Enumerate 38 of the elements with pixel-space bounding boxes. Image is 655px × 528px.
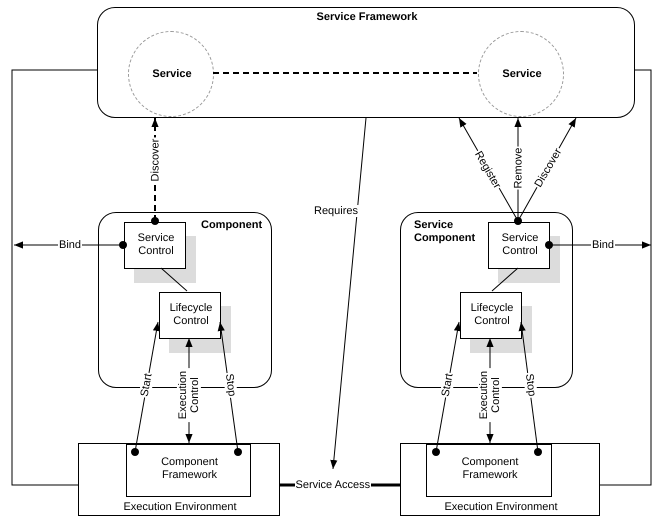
edge-label: Stop (222, 372, 238, 398)
edge-label: Execution Control (176, 368, 202, 422)
framework-panel (97, 7, 635, 118)
framework-box (426, 444, 552, 497)
edge-label: Discover (148, 138, 161, 182)
edge-label: Execution Control (478, 368, 502, 422)
node-label: Service Control (136, 232, 176, 258)
edge-label: Start (438, 372, 456, 399)
edge-label: Remove (512, 146, 524, 190)
node-label: Execution Environment (122, 501, 238, 514)
panel-title: Component (201, 219, 264, 232)
environment-box (400, 443, 600, 516)
node-label: Execution Environment (443, 501, 559, 514)
edge-label: Service Access (294, 479, 372, 492)
panel-title: Service Framework (316, 11, 418, 24)
connector (160, 268, 188, 292)
edge-label: Requires (313, 205, 360, 218)
node-label: Service (151, 68, 193, 82)
edge-label: Bind (591, 239, 616, 252)
node-label: Service Control (500, 232, 540, 258)
node-label: Component Framework (460, 456, 520, 482)
connector (600, 70, 652, 486)
panel-title: Service Component (414, 219, 476, 246)
node-label: Component Framework (160, 456, 219, 482)
connector (330, 118, 366, 470)
environment-box (78, 443, 280, 516)
node-label: Lifecycle Control (470, 302, 514, 328)
connector (492, 268, 518, 292)
edge-label: Bind (58, 239, 82, 252)
node-label: Lifecycle Control (168, 302, 214, 328)
framework-box (126, 444, 251, 497)
service-circle (478, 31, 564, 117)
service-circle (128, 31, 214, 117)
edge-label: Stop (522, 372, 538, 398)
connector (213, 72, 477, 74)
node-label: Service (501, 68, 543, 82)
connector (12, 70, 98, 486)
edge-label: Start (138, 372, 154, 399)
